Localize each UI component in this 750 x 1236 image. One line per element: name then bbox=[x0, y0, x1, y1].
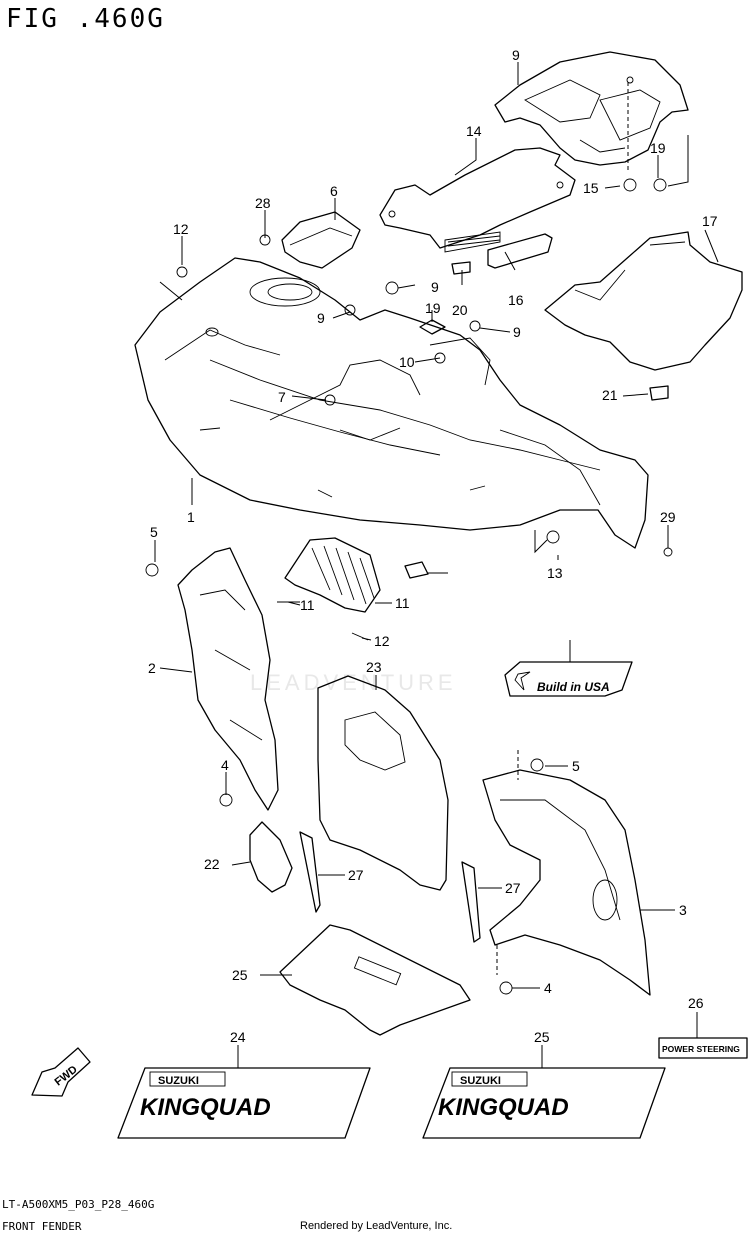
part-19a-clip[interactable] bbox=[451, 261, 471, 275]
part-8-rear-cover[interactable] bbox=[494, 51, 689, 166]
callout-25a: 27 bbox=[348, 867, 364, 883]
callout-15: 16 bbox=[508, 292, 524, 308]
callout-9a: 9 bbox=[431, 279, 439, 295]
callout-3: 3 bbox=[679, 902, 687, 918]
callout-2: 2 bbox=[148, 660, 156, 676]
callout-8: 9 bbox=[512, 47, 520, 63]
suzuki-text-left: SUZUKI bbox=[158, 1075, 199, 1087]
callout-11b: 12 bbox=[374, 633, 390, 649]
part-2-left-guard[interactable] bbox=[177, 547, 279, 811]
part-26-power-steering-decal[interactable]: POWER STEERING bbox=[658, 1037, 748, 1059]
callout-20: 22 bbox=[204, 856, 220, 872]
part-6-lid[interactable] bbox=[281, 211, 361, 269]
part-22-kingquad-decal-left[interactable]: SUZUKI KINGQUAD bbox=[117, 1067, 371, 1139]
part-20-bracket[interactable] bbox=[249, 821, 293, 893]
part-29-build-in-usa-decal[interactable]: Build in USA bbox=[504, 661, 633, 697]
callout-1: 1 bbox=[187, 509, 195, 525]
kingquad-text-right: KINGQUAD bbox=[438, 1094, 569, 1121]
part-15-pad[interactable] bbox=[487, 233, 553, 269]
callout-27b: 29 bbox=[660, 509, 676, 525]
callout-27a: 28 bbox=[255, 195, 271, 211]
part-13-rear-bracket[interactable] bbox=[379, 147, 576, 253]
callout-19b: 21 bbox=[602, 387, 618, 403]
part-24-plate[interactable] bbox=[279, 924, 471, 1036]
part-3-right-guard[interactable] bbox=[482, 769, 651, 996]
kingquad-text-left: KINGQUAD bbox=[140, 1094, 271, 1121]
callout-14: 15 bbox=[583, 180, 599, 196]
callout-4b: 4 bbox=[544, 980, 552, 996]
callout-12b: 13 bbox=[547, 565, 563, 581]
callout-6: 6 bbox=[330, 183, 338, 199]
callout-21: 23 bbox=[366, 659, 382, 675]
callout-10: 11 bbox=[395, 595, 410, 611]
callout-11a: 11 bbox=[300, 597, 315, 613]
fasteners bbox=[145, 178, 673, 995]
section-name: FRONT FENDER bbox=[2, 1220, 82, 1233]
part-25-cable-ties[interactable] bbox=[299, 831, 481, 943]
callout-13: 14 bbox=[466, 123, 482, 139]
watermark: LEADVENTURE bbox=[250, 670, 457, 695]
model-code: LT-A500XM5_P03_P28_460G bbox=[2, 1198, 155, 1211]
callout-18: 19 bbox=[425, 300, 441, 316]
callout-5a: 5 bbox=[150, 524, 158, 540]
part-23-kingquad-decal-right[interactable]: SUZUKI KINGQUAD bbox=[422, 1067, 666, 1139]
callout-numbers: 9 14 19 15 17 6 28 12 9 9 9 10 19 20 16 … bbox=[148, 47, 718, 1045]
callout-12a: 12 bbox=[173, 221, 189, 237]
callout-16: 17 bbox=[702, 213, 718, 229]
build-in-usa-text: Build in USA bbox=[537, 680, 610, 694]
callout-9d: 10 bbox=[399, 354, 415, 370]
fwd-arrow: FWD bbox=[31, 1047, 91, 1097]
callout-23: 25 bbox=[534, 1029, 550, 1045]
suzuki-text-right: SUZUKI bbox=[460, 1075, 501, 1087]
figure-title: FIG .460G bbox=[6, 4, 165, 34]
part-1-front-fender[interactable] bbox=[134, 257, 649, 549]
power-steering-text: POWER STEERING bbox=[662, 1044, 740, 1054]
callout-5b: 5 bbox=[572, 758, 580, 774]
part-18-pad[interactable] bbox=[419, 319, 446, 335]
callout-25b: 27 bbox=[505, 880, 521, 896]
part-28-pad[interactable] bbox=[404, 561, 429, 579]
part-19b-clip[interactable] bbox=[649, 385, 669, 401]
leader-lines bbox=[154, 62, 719, 1068]
callout-7: 7 bbox=[278, 389, 286, 405]
callout-4a: 4 bbox=[221, 757, 229, 773]
callout-19a: 20 bbox=[452, 302, 468, 318]
callout-26: 26 bbox=[688, 995, 704, 1011]
callout-24: 25 bbox=[232, 967, 248, 983]
part-21-splash-panel[interactable] bbox=[317, 675, 449, 891]
part-16-side-panel[interactable] bbox=[544, 231, 743, 371]
callout-22: 24 bbox=[230, 1029, 246, 1045]
callout-17: 19 bbox=[650, 140, 666, 156]
part-10-grille[interactable] bbox=[284, 537, 381, 613]
rendered-by: Rendered by LeadVenture, Inc. bbox=[300, 1220, 453, 1232]
callout-9c: 9 bbox=[513, 324, 521, 340]
callout-9b: 9 bbox=[317, 310, 325, 326]
